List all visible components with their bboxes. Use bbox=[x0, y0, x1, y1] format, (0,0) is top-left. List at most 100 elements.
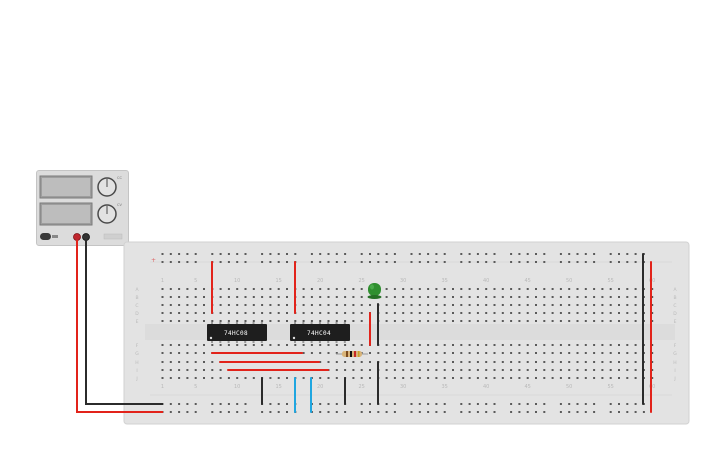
rail-hole[interactable] bbox=[535, 261, 537, 263]
breadboard-hole[interactable] bbox=[485, 312, 488, 314]
breadboard-hole[interactable] bbox=[194, 377, 197, 379]
breadboard-hole[interactable] bbox=[443, 312, 446, 314]
breadboard-hole[interactable] bbox=[252, 377, 255, 379]
breadboard-hole[interactable] bbox=[310, 304, 313, 306]
rail-hole[interactable] bbox=[344, 411, 347, 413]
breadboard-hole[interactable] bbox=[269, 304, 272, 306]
breadboard-hole[interactable] bbox=[410, 320, 413, 322]
breadboard-hole[interactable] bbox=[485, 361, 488, 363]
rail-hole[interactable] bbox=[186, 261, 189, 263]
breadboard-hole[interactable] bbox=[335, 296, 338, 298]
rail-hole[interactable] bbox=[593, 261, 596, 263]
breadboard-hole[interactable] bbox=[418, 377, 421, 379]
power-switch[interactable] bbox=[40, 233, 51, 240]
breadboard-hole[interactable] bbox=[634, 369, 637, 371]
rail-hole[interactable] bbox=[277, 411, 280, 413]
breadboard-hole[interactable] bbox=[335, 352, 338, 354]
rail-hole[interactable] bbox=[377, 261, 380, 263]
breadboard-hole[interactable] bbox=[551, 288, 554, 290]
breadboard-hole[interactable] bbox=[211, 361, 214, 363]
rail-hole[interactable] bbox=[194, 261, 197, 263]
breadboard-hole[interactable] bbox=[551, 361, 554, 363]
rail-hole[interactable] bbox=[169, 253, 172, 255]
rail-hole[interactable] bbox=[277, 261, 280, 263]
breadboard-hole[interactable] bbox=[327, 320, 330, 322]
breadboard-hole[interactable] bbox=[327, 377, 330, 379]
breadboard-hole[interactable] bbox=[244, 344, 247, 346]
rail-hole[interactable] bbox=[410, 403, 413, 405]
rail-hole[interactable] bbox=[286, 411, 288, 413]
rail-hole[interactable] bbox=[186, 253, 189, 255]
rail-hole[interactable] bbox=[377, 411, 380, 413]
breadboard-hole[interactable] bbox=[452, 304, 454, 306]
breadboard-hole[interactable] bbox=[576, 361, 579, 363]
breadboard-hole[interactable] bbox=[435, 361, 438, 363]
breadboard-hole[interactable] bbox=[493, 352, 496, 354]
breadboard-hole[interactable] bbox=[169, 304, 172, 306]
breadboard-hole[interactable] bbox=[452, 320, 454, 322]
breadboard-hole[interactable] bbox=[286, 377, 288, 379]
breadboard-hole[interactable] bbox=[161, 304, 164, 306]
breadboard-hole[interactable] bbox=[203, 344, 205, 346]
rail-hole[interactable] bbox=[427, 261, 430, 263]
breadboard-hole[interactable] bbox=[393, 296, 396, 298]
breadboard-hole[interactable] bbox=[535, 296, 537, 298]
rail-hole[interactable] bbox=[460, 261, 463, 263]
breadboard-hole[interactable] bbox=[460, 320, 463, 322]
rail-hole[interactable] bbox=[294, 253, 297, 255]
breadboard-hole[interactable] bbox=[435, 369, 438, 371]
breadboard-hole[interactable] bbox=[476, 312, 479, 314]
breadboard-hole[interactable] bbox=[443, 377, 446, 379]
breadboard-hole[interactable] bbox=[286, 320, 288, 322]
breadboard-hole[interactable] bbox=[294, 320, 297, 322]
breadboard-hole[interactable] bbox=[452, 352, 454, 354]
breadboard-hole[interactable] bbox=[360, 312, 363, 314]
breadboard-hole[interactable] bbox=[252, 320, 255, 322]
breadboard-hole[interactable] bbox=[651, 312, 654, 314]
breadboard-hole[interactable] bbox=[186, 344, 189, 346]
breadboard-hole[interactable] bbox=[485, 304, 488, 306]
breadboard-hole[interactable] bbox=[269, 377, 272, 379]
breadboard-hole[interactable] bbox=[194, 361, 197, 363]
breadboard-hole[interactable] bbox=[335, 369, 338, 371]
breadboard-hole[interactable] bbox=[493, 304, 496, 306]
breadboard-hole[interactable] bbox=[543, 369, 546, 371]
rail-hole[interactable] bbox=[435, 253, 438, 255]
rail-hole[interactable] bbox=[526, 253, 529, 255]
breadboard-hole[interactable] bbox=[427, 377, 430, 379]
breadboard-hole[interactable] bbox=[543, 344, 546, 346]
breadboard-hole[interactable] bbox=[286, 296, 288, 298]
breadboard-hole[interactable] bbox=[269, 288, 272, 290]
breadboard-hole[interactable] bbox=[203, 312, 205, 314]
rail-hole[interactable] bbox=[427, 411, 430, 413]
rail-hole[interactable] bbox=[559, 403, 562, 405]
rail-hole[interactable] bbox=[227, 411, 230, 413]
breadboard-hole[interactable] bbox=[510, 352, 513, 354]
rail-hole[interactable] bbox=[269, 253, 272, 255]
breadboard-hole[interactable] bbox=[360, 344, 363, 346]
rail-hole[interactable] bbox=[626, 253, 629, 255]
breadboard-hole[interactable] bbox=[501, 377, 504, 379]
breadboard-hole[interactable] bbox=[402, 369, 405, 371]
breadboard-hole[interactable] bbox=[626, 304, 629, 306]
breadboard-hole[interactable] bbox=[252, 296, 255, 298]
breadboard-hole[interactable] bbox=[501, 369, 504, 371]
rail-hole[interactable] bbox=[269, 403, 272, 405]
rail-hole[interactable] bbox=[576, 411, 579, 413]
rail-hole[interactable] bbox=[460, 403, 463, 405]
breadboard-hole[interactable] bbox=[651, 288, 654, 290]
breadboard-hole[interactable] bbox=[269, 296, 272, 298]
rail-hole[interactable] bbox=[510, 411, 513, 413]
breadboard-hole[interactable] bbox=[568, 320, 571, 322]
breadboard-hole[interactable] bbox=[468, 320, 471, 322]
breadboard-hole[interactable] bbox=[435, 288, 438, 290]
rail-hole[interactable] bbox=[593, 403, 596, 405]
breadboard-hole[interactable] bbox=[535, 288, 537, 290]
breadboard-hole[interactable] bbox=[352, 304, 355, 306]
breadboard-hole[interactable] bbox=[410, 369, 413, 371]
rail-hole[interactable] bbox=[593, 411, 596, 413]
breadboard-hole[interactable] bbox=[593, 344, 596, 346]
breadboard-hole[interactable] bbox=[593, 320, 596, 322]
breadboard-hole[interactable] bbox=[576, 312, 579, 314]
breadboard-hole[interactable] bbox=[618, 344, 620, 346]
